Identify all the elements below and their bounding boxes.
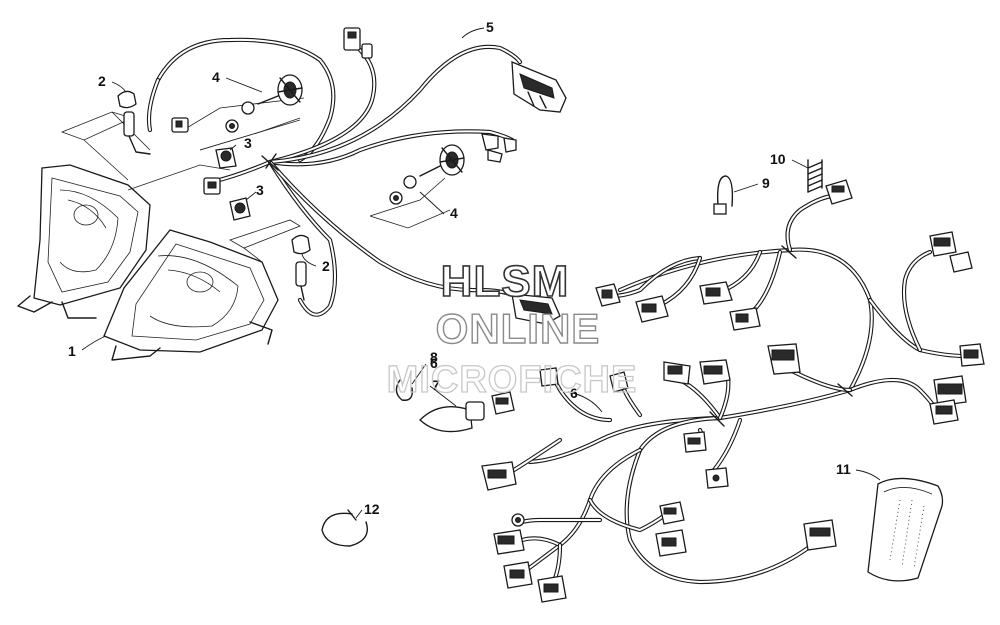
headlight-harness — [146, 27, 567, 325]
callout-labels: 1 2 2 3 3 4 4 5 6 6 7 8 9 10 11 12 — [68, 19, 851, 517]
callout-1: 1 — [68, 343, 76, 359]
callout-9: 9 — [762, 175, 770, 191]
spring-10 — [807, 159, 823, 193]
callout-11: 11 — [836, 461, 851, 477]
callout-3-lower: 3 — [256, 182, 264, 198]
callout-12: 12 — [364, 501, 380, 517]
bulb-3-lower — [229, 197, 251, 221]
bulb-socket-upper — [117, 90, 151, 155]
clamp-12 — [321, 509, 368, 547]
bulb-3-upper — [215, 147, 237, 169]
boot-7 — [419, 401, 485, 433]
callout-8: 8 — [430, 349, 438, 365]
headlight-right — [103, 229, 279, 361]
bulb-socket-lower — [291, 234, 311, 301]
cable-tie-9 — [713, 175, 734, 215]
watermark-line-1: HLSM — [441, 257, 570, 306]
headlight-left — [17, 164, 151, 319]
dust-cap-lower — [389, 144, 465, 205]
watermark-line-3: MICROFICHE — [387, 359, 638, 401]
callout-3-upper: 3 — [244, 135, 252, 151]
watermark-line-2: ONLINE — [436, 305, 601, 352]
leader-lines — [81, 27, 881, 519]
callout-2-lower: 2 — [322, 258, 330, 274]
dust-cap-upper — [225, 74, 303, 133]
callout-4-lower: 4 — [450, 205, 458, 221]
callout-10: 10 — [770, 151, 786, 167]
watermark: HLSM ONLINE MICROFICHE — [386, 256, 638, 401]
callout-6-lower: 6 — [570, 385, 578, 401]
callout-6-upper: 6 — [430, 355, 438, 371]
callout-4-upper: 4 — [212, 69, 220, 85]
sleeve-11 — [867, 477, 944, 582]
main-harness — [481, 179, 985, 603]
clip-8 — [395, 379, 413, 401]
callout-7: 7 — [432, 377, 440, 393]
callout-5: 5 — [486, 19, 494, 35]
callout-2-upper: 2 — [98, 73, 106, 89]
